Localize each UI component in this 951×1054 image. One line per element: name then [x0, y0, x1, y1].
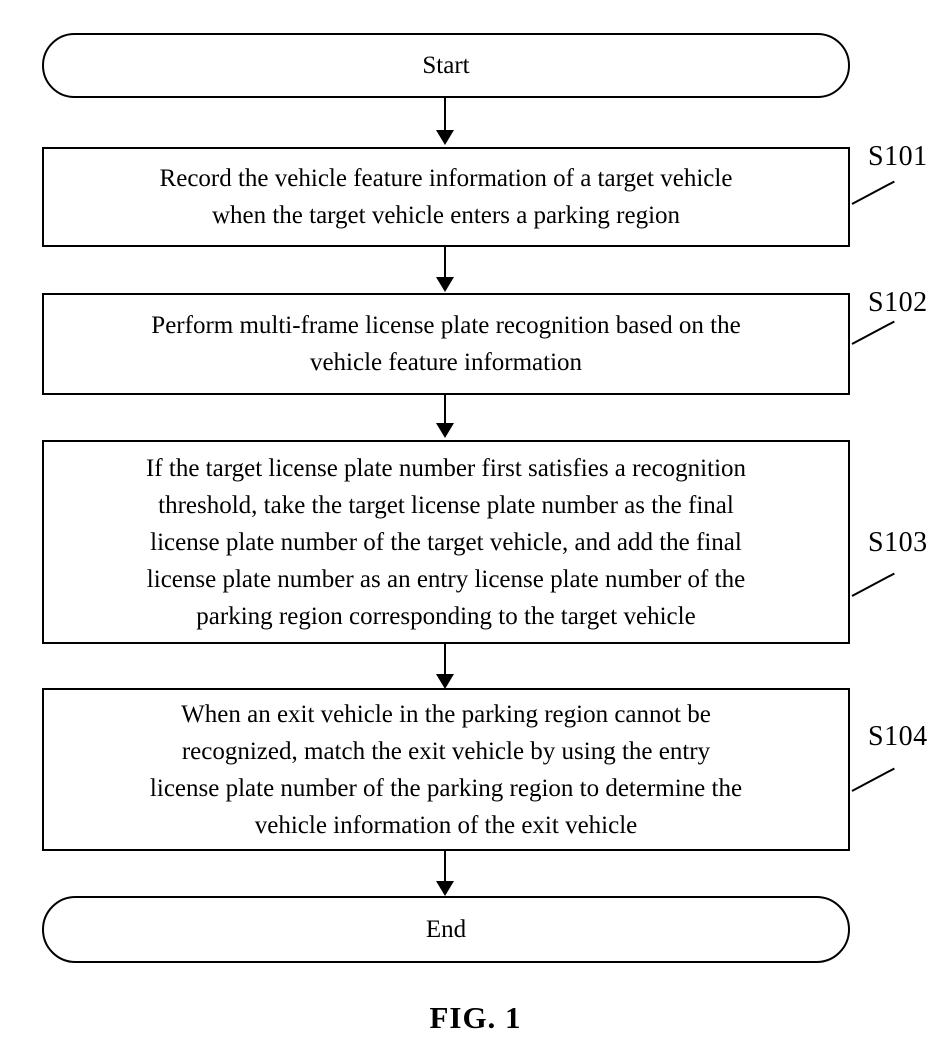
arrowhead-s101-to-s102	[436, 277, 454, 292]
leader-line-s104	[851, 767, 895, 792]
flow-node-s102-label: Perform multi-frame license plate recogn…	[151, 312, 741, 376]
arrowhead-s104-to-end	[436, 881, 454, 896]
connector-start-to-s101	[444, 98, 446, 132]
arrowhead-start-to-s101	[436, 130, 454, 145]
flow-node-s104: When an exit vehicle in the parking regi…	[42, 688, 850, 851]
connector-s103-to-s104	[444, 644, 446, 676]
step-label-s101: S101	[868, 141, 928, 172]
flow-node-end: End	[42, 896, 850, 963]
connector-s104-to-end	[444, 851, 446, 883]
figure-caption: FIG. 1	[429, 1000, 522, 1035]
flow-node-start-label: Start	[422, 51, 470, 79]
leader-line-s102	[851, 320, 895, 345]
connector-s101-to-s102	[444, 247, 446, 279]
step-label-s104: S104	[868, 721, 928, 752]
flow-node-s104-label: When an exit vehicle in the parking regi…	[149, 700, 743, 839]
arrowhead-s103-to-s104	[436, 674, 454, 689]
flow-node-s102: Perform multi-frame license plate recogn…	[42, 293, 850, 395]
flow-node-s101: Record the vehicle feature information o…	[42, 147, 850, 247]
connector-s102-to-s103	[444, 395, 446, 425]
flow-node-s103-label: If the target license plate number first…	[145, 454, 747, 630]
flow-node-start: Start	[42, 33, 850, 98]
flow-node-end-label: End	[425, 915, 467, 943]
step-label-s102: S102	[868, 287, 928, 318]
arrowhead-s102-to-s103	[436, 423, 454, 438]
flow-node-s103: If the target license plate number first…	[42, 440, 850, 644]
leader-line-s101	[851, 180, 895, 205]
step-label-s103: S103	[868, 527, 928, 558]
leader-line-s103	[851, 572, 895, 597]
flow-node-s101-label: Record the vehicle feature information o…	[159, 165, 733, 229]
